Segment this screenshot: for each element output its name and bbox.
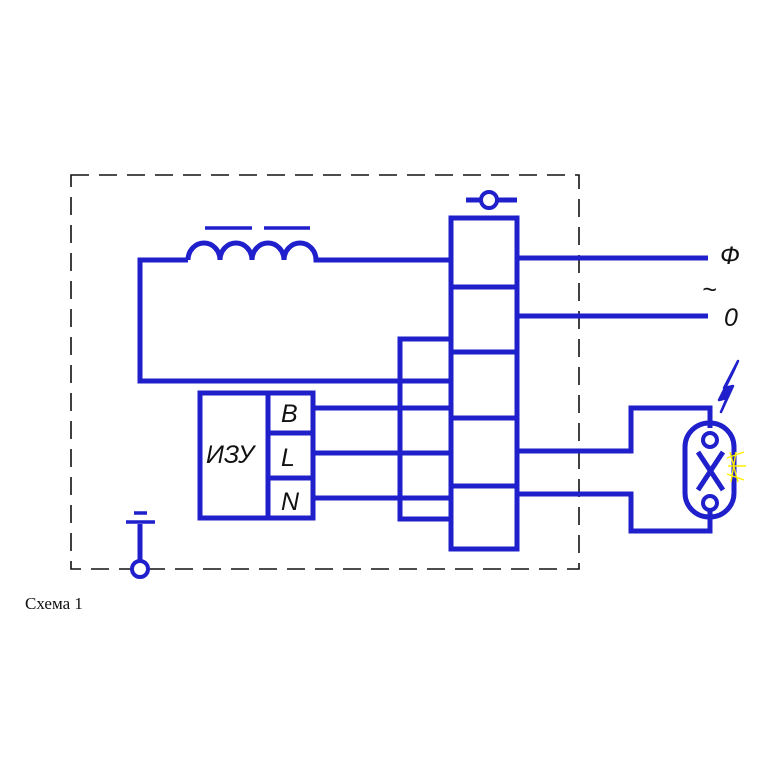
izu-terminal-l: L — [281, 444, 295, 472]
lightning-icon — [717, 359, 740, 414]
ground-terminal-icon — [466, 190, 517, 210]
ac-label: ~ — [702, 276, 717, 304]
terminal-block — [448, 215, 520, 552]
phase-label: Ф — [720, 242, 740, 270]
izu-label: ИЗУ — [206, 441, 257, 469]
izu-terminal-b: B — [281, 400, 298, 428]
neutral-label: 0 — [724, 304, 738, 332]
choke-wire — [137, 257, 451, 384]
diagram-caption: Схема 1 — [25, 594, 83, 613]
earth-icon — [126, 511, 155, 579]
lamp-wire-1 — [517, 405, 713, 454]
bus-bracket — [397, 336, 451, 522]
housing-frame — [70, 174, 580, 570]
izu-terminal-n: N — [281, 488, 300, 516]
discharge-lamp-icon — [682, 420, 746, 520]
lamp-wire-2 — [517, 491, 713, 534]
choke-inductor — [185, 226, 322, 263]
